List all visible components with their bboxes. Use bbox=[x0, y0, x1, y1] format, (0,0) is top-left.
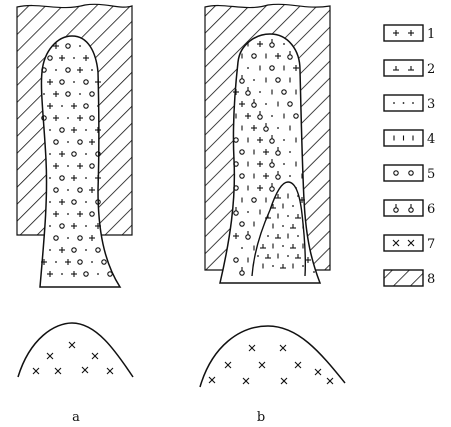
legend-swatch-2 bbox=[384, 60, 423, 76]
legend-swatch-7 bbox=[384, 235, 423, 251]
panel-a: a bbox=[17, 4, 133, 425]
legend-swatch-1 bbox=[384, 25, 423, 41]
legend-number-7: 7 bbox=[427, 237, 435, 252]
legend-item-4: 4 bbox=[384, 130, 435, 147]
legend-item-8: 8 bbox=[384, 270, 435, 287]
legend-number-4: 4 bbox=[427, 132, 435, 147]
panel-b-intrusion-crosses bbox=[209, 345, 333, 384]
panel-b-caption: b bbox=[257, 410, 265, 425]
panel-b: b bbox=[200, 4, 345, 425]
legend-number-5: 5 bbox=[427, 167, 435, 182]
panel-a-caption: a bbox=[72, 410, 80, 425]
legend-item-1: 1 bbox=[384, 25, 435, 42]
panel-a-intrusion-dome bbox=[18, 323, 133, 377]
legend-swatch-8 bbox=[384, 270, 423, 286]
legend-item-7: 7 bbox=[384, 235, 435, 252]
panel-b-intrusion-dome bbox=[200, 326, 345, 387]
legend-item-2: 2 bbox=[384, 60, 435, 77]
legend-number-3: 3 bbox=[427, 97, 435, 112]
legend-number-6: 6 bbox=[427, 202, 435, 217]
legend-item-5: 5 bbox=[384, 165, 435, 182]
legend: 1 2 3 4 5 6 7 8 bbox=[384, 25, 435, 287]
legend-swatch-5 bbox=[384, 165, 423, 181]
legend-item-3: 3 bbox=[384, 95, 435, 112]
legend-item-6: 6 bbox=[384, 200, 435, 217]
panel-a-intrusion-crosses bbox=[33, 342, 113, 374]
legend-number-1: 1 bbox=[427, 27, 435, 42]
legend-swatch-6 bbox=[384, 200, 423, 216]
legend-number-8: 8 bbox=[427, 272, 435, 287]
legend-number-2: 2 bbox=[427, 62, 435, 77]
